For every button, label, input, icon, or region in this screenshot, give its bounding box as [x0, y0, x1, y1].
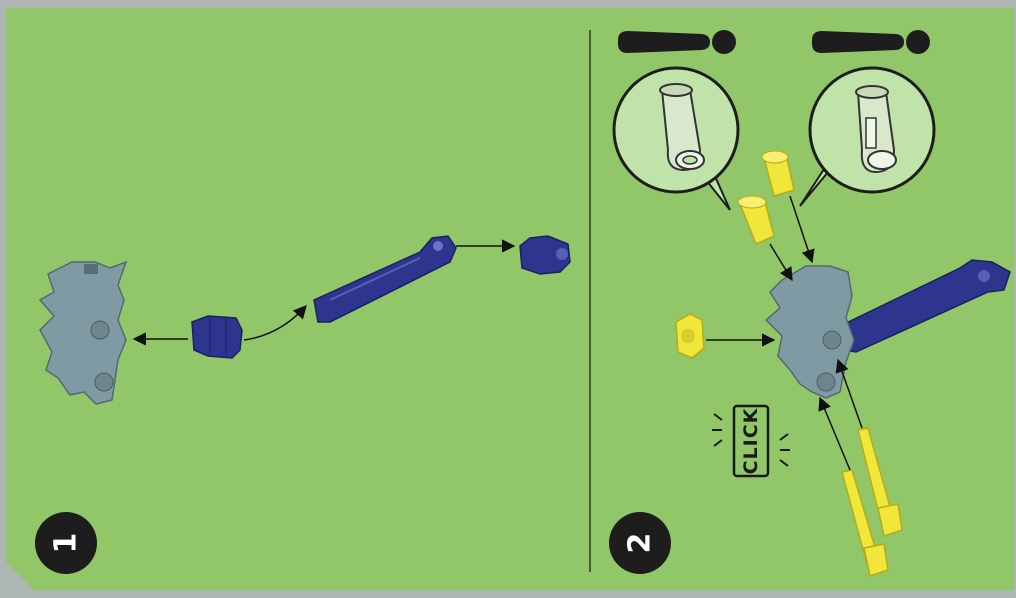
arrow-axle-1	[818, 396, 851, 471]
yellow-long-axle-2	[857, 427, 903, 537]
count-indicator-left	[618, 30, 736, 54]
green-panel	[6, 8, 1014, 590]
yellow-long-axle-1	[841, 469, 889, 577]
click-indicator: CLICK	[712, 404, 790, 478]
step-2-number: 2	[623, 533, 658, 554]
step-2-panel: CLICK 2	[609, 30, 1011, 577]
arrow-pin-2	[789, 195, 815, 264]
step-1-number: 1	[49, 533, 84, 554]
count-indicator-right	[812, 30, 930, 54]
arrow-axle-2	[835, 358, 863, 429]
yellow-bushing	[675, 313, 705, 359]
yellow-short-pin-1	[737, 195, 775, 246]
step-1-badge: 1	[35, 512, 97, 574]
arrow-to-beam	[243, 304, 307, 341]
step-2-badge: 2	[609, 512, 671, 574]
blue-small-connector	[191, 315, 243, 359]
step-1-panel: 1	[35, 235, 571, 574]
blue-cap-connector	[519, 235, 571, 275]
yellow-short-pin-2	[761, 150, 795, 197]
grey-connector-assembly	[764, 265, 855, 399]
blue-long-beam	[313, 235, 457, 323]
pin-detail-callout-right	[799, 66, 936, 207]
click-label: CLICK	[740, 407, 762, 474]
arrow-pin-1	[769, 243, 793, 282]
grey-connector-part	[38, 260, 128, 405]
pin-detail-callout-left	[612, 66, 740, 211]
